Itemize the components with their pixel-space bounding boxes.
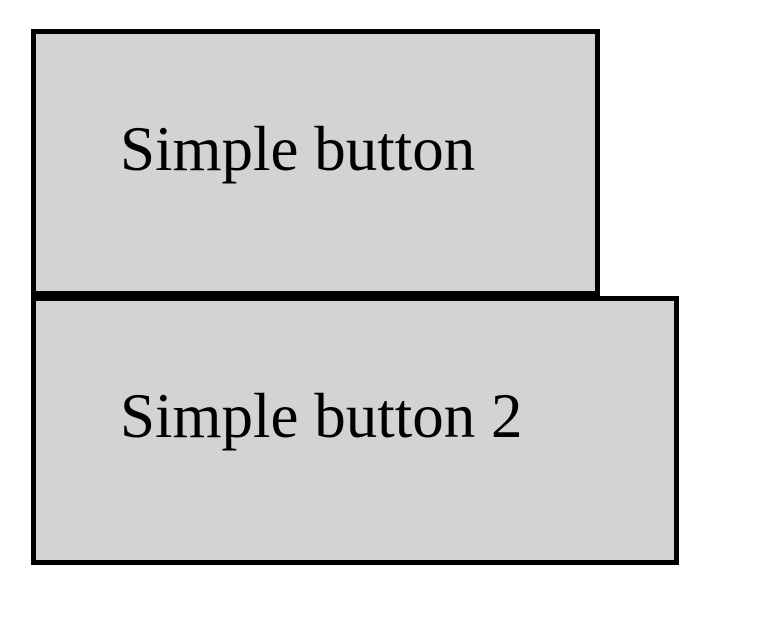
simple-button-2-label: Simple button 2 — [120, 381, 523, 451]
simple-button[interactable]: Simple button — [31, 29, 600, 296]
simple-button-2[interactable]: Simple button 2 — [31, 296, 679, 565]
simple-button-label: Simple button — [120, 114, 476, 184]
